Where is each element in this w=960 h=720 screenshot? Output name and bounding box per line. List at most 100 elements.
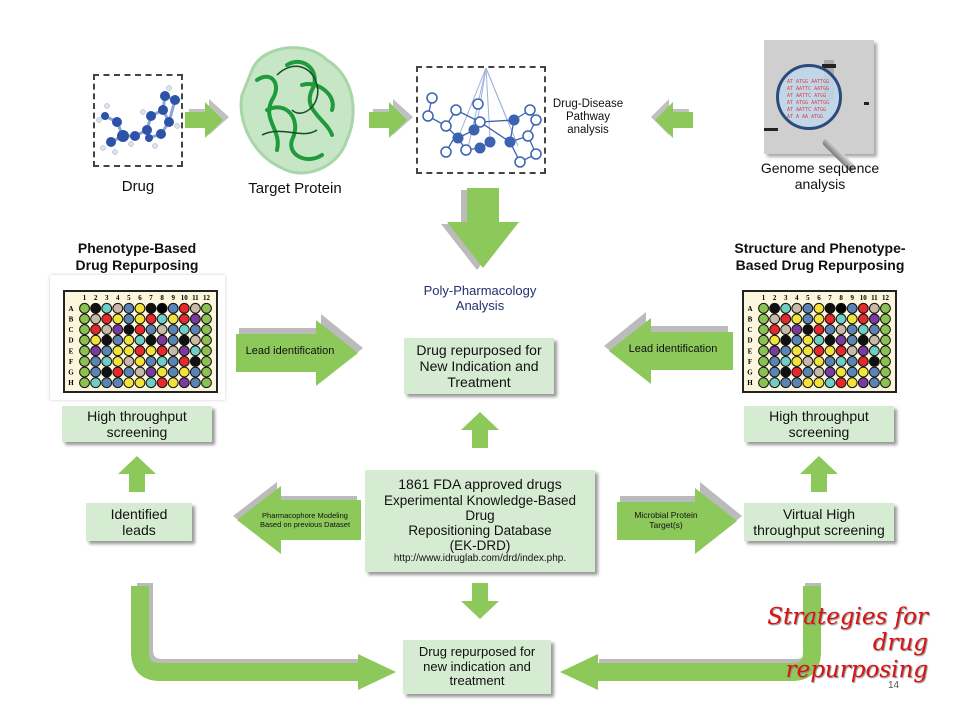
plate-well xyxy=(156,356,168,367)
plate-well xyxy=(880,324,891,335)
bottom-result-line: new indication and xyxy=(423,658,531,674)
plate-well xyxy=(123,302,135,314)
plate-well xyxy=(134,366,146,378)
plate-well xyxy=(134,302,146,314)
plate-well xyxy=(189,366,201,378)
plate-well xyxy=(813,313,825,325)
arrow-right-bottom-loop xyxy=(556,582,826,697)
plate-column-label: 8 xyxy=(839,294,843,302)
plate-row-label: A xyxy=(747,305,752,313)
plate-well xyxy=(90,302,102,314)
plate-well xyxy=(780,302,792,314)
plate-column-label: 7 xyxy=(828,294,832,302)
database-box: 1861 FDA approved drugs Experimental Kno… xyxy=(365,470,595,572)
pathway-label-line: analysis xyxy=(567,124,609,137)
gel-band xyxy=(864,102,869,105)
plate-well xyxy=(868,366,880,378)
plate-well xyxy=(90,356,102,367)
plate-well xyxy=(769,377,781,389)
right-title-line: Based Drug Repurposing xyxy=(735,256,905,273)
plate-well xyxy=(201,302,212,314)
plate-well xyxy=(791,302,803,314)
plate-well xyxy=(813,324,825,335)
plate-well xyxy=(145,345,157,357)
plate-well xyxy=(802,313,814,325)
plate-well xyxy=(178,313,190,325)
plate-column-label: 10 xyxy=(860,294,868,302)
plate-well xyxy=(123,377,135,389)
plate-column-label: 7 xyxy=(149,294,153,302)
arrow-microbial-target: Microbial Protein Target(s) xyxy=(617,482,742,561)
plate-well xyxy=(813,356,825,367)
network-graph-icon xyxy=(422,67,542,168)
plate-column-label: 2 xyxy=(773,294,777,302)
plate-well xyxy=(156,313,168,325)
arrow-genome-to-pathway xyxy=(651,99,693,145)
plate-well xyxy=(112,356,124,367)
plate-well xyxy=(880,356,891,367)
plate-well xyxy=(846,324,858,335)
plate-well xyxy=(145,377,157,389)
left-hts-box: High throughput screening xyxy=(62,406,212,442)
plate-well xyxy=(780,324,792,335)
poly-pharmacology-label: Poly-Pharmacology Analysis xyxy=(400,283,560,314)
plate-well xyxy=(824,302,836,314)
plate-well xyxy=(824,324,836,335)
plate-column-label: 10 xyxy=(181,294,189,302)
plate-well xyxy=(769,313,781,325)
plate-well xyxy=(802,356,814,367)
plate-well xyxy=(189,334,201,346)
caption-line: Strategies for xyxy=(767,604,928,630)
plate-column-label: 12 xyxy=(882,294,890,302)
plate-well xyxy=(178,377,190,389)
result-line: New Indication and xyxy=(419,357,539,374)
plate-well xyxy=(90,366,102,378)
plate-well xyxy=(145,356,157,367)
plate-well xyxy=(857,313,869,325)
plate-well xyxy=(824,345,836,357)
plate-well xyxy=(90,324,102,335)
plate-column-label: 5 xyxy=(127,294,131,302)
plate-well xyxy=(824,356,836,367)
plate-well xyxy=(156,334,168,346)
plate-row-label: C xyxy=(747,326,752,334)
slide-caption: Strategies for drug repurposing xyxy=(700,604,928,683)
vhts-line: Virtual High xyxy=(782,505,856,522)
plate-well xyxy=(156,345,168,357)
plate-column-label: 5 xyxy=(806,294,810,302)
plate-well xyxy=(201,366,212,378)
database-url[interactable]: http://www.idruglab.com/drd/index.php. xyxy=(393,553,567,565)
database-line: 1861 FDA approved drugs xyxy=(398,476,562,493)
plate-well xyxy=(802,345,814,357)
genome-label-line: analysis xyxy=(794,176,846,193)
drug-repurposed-box: Drug repurposed for New Indication and T… xyxy=(404,338,554,394)
poly-line: Poly-Pharmacology xyxy=(423,283,537,298)
pharmacophore-line: Pharmacophore Modeling xyxy=(262,511,348,520)
plate-well xyxy=(868,356,880,367)
plate-well xyxy=(156,366,168,378)
plate-column-label: 4 xyxy=(116,294,120,302)
caption-line: drug xyxy=(872,630,928,657)
plate-well xyxy=(112,334,124,346)
identified-leads-box: Identified leads xyxy=(86,503,192,541)
plate-well xyxy=(813,302,825,314)
plate-row-label: H xyxy=(747,379,753,387)
plate-well xyxy=(813,345,825,357)
plate-well xyxy=(167,324,179,335)
plate-well xyxy=(201,324,212,335)
plate-well xyxy=(758,324,769,335)
right-lead-identification-label: Lead identification xyxy=(628,343,718,355)
pharmacophore-line: Based on previous Dataset xyxy=(259,520,351,529)
plate-well xyxy=(189,356,201,367)
gel-band xyxy=(764,128,778,131)
left-title-line: Phenotype-Based xyxy=(77,240,197,256)
result-line: Treatment xyxy=(447,374,511,391)
bottom-result-line: treatment xyxy=(449,673,505,689)
plate-well xyxy=(846,377,858,389)
plate-well xyxy=(123,324,135,335)
sequence-line: AT AATTC ATGG xyxy=(787,107,827,113)
plate-well xyxy=(101,313,113,325)
arrow-left-lead-identification: Lead identification xyxy=(236,314,363,393)
pathway-label: Drug-Disease Pathway analysis xyxy=(548,98,628,138)
